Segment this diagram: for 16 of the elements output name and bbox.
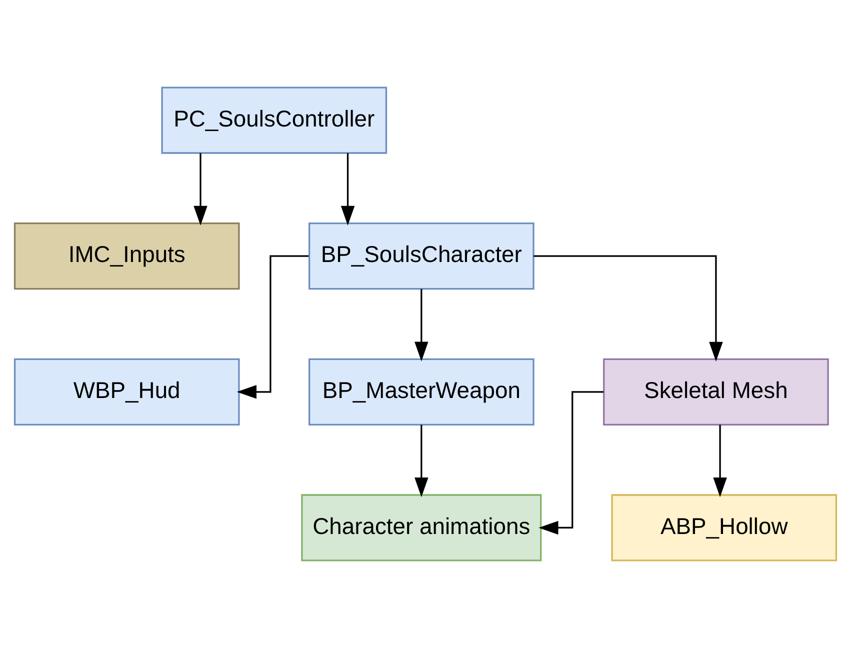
arrow — [713, 424, 727, 498]
arrow — [414, 288, 428, 362]
arrow — [414, 424, 428, 498]
node-box: IMC_Inputs — [14, 222, 240, 290]
node-box: BP_MasterWeapon — [308, 358, 534, 426]
node-box: ABP_Hollow — [611, 494, 838, 562]
arrow — [534, 255, 723, 362]
node-box: WBP_Hud — [14, 358, 240, 426]
node-box: PC_SoulsController — [161, 86, 388, 154]
arrow — [538, 391, 604, 535]
node-box: Skeletal Mesh — [603, 358, 829, 426]
node-box: BP_SoulsCharacter — [308, 222, 534, 290]
node-box: Character animations — [301, 494, 542, 562]
arrow — [236, 255, 309, 399]
arrow — [194, 153, 208, 226]
arrow — [340, 153, 355, 226]
